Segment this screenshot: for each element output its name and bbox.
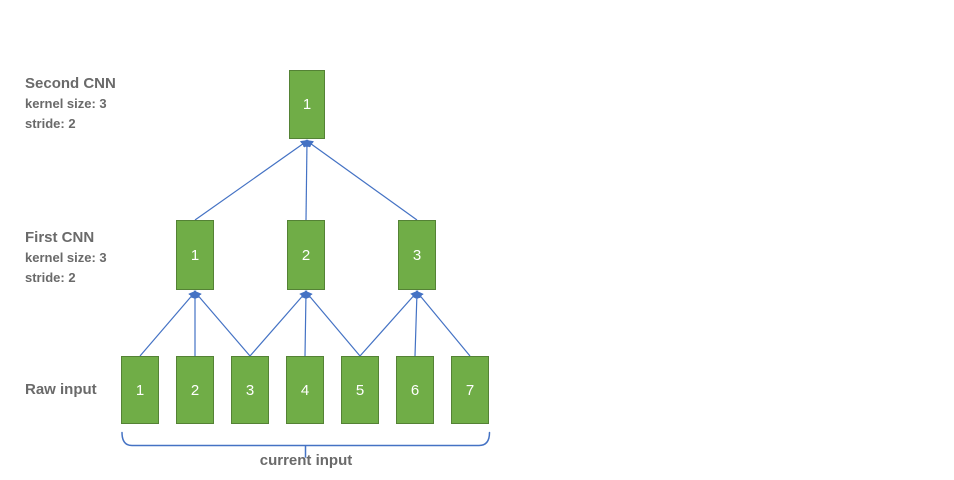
- raw-input-box-1: 1: [121, 356, 159, 424]
- connection-arrow: [249, 290, 308, 357]
- connection-arrow: [412, 290, 421, 357]
- connection-arrow: [194, 139, 309, 221]
- second-cnn-box-1: 1: [289, 70, 325, 139]
- raw-input-box-7: 7: [451, 356, 489, 424]
- first-cnn-box-3: 3: [398, 220, 436, 290]
- second-cnn-stride: stride: 2: [25, 116, 76, 131]
- first-cnn-kernel-size: kernel size: 3: [25, 250, 107, 265]
- first-cnn-title: First CNN: [25, 229, 95, 246]
- first-cnn-box-1: 1: [176, 220, 214, 290]
- connection-arrow: [139, 290, 197, 357]
- connection-arrow: [359, 290, 419, 357]
- raw-input-box-2: 2: [176, 356, 214, 424]
- second-cnn-kernel-size: kernel size: 3: [25, 96, 107, 111]
- connection-arrow: [303, 139, 311, 221]
- first-cnn-stride: stride: 2: [25, 270, 76, 285]
- first-cnn-box-2: 2: [287, 220, 325, 290]
- first-cnn-label-block: First CNN kernel size: 3 stride: 2: [25, 228, 107, 288]
- raw-input-title: Raw input: [25, 381, 97, 398]
- connection-arrow: [305, 139, 418, 221]
- current-input-label: current input: [259, 452, 353, 469]
- raw-input-box-4: 4: [286, 356, 324, 424]
- second-cnn-label-block: Second CNN kernel size: 3 stride: 2: [25, 74, 116, 134]
- connection-arrow: [304, 290, 361, 357]
- raw-input-label-block: Raw input: [25, 380, 97, 400]
- raw-input-box-6: 6: [396, 356, 434, 424]
- connection-arrow: [415, 290, 471, 357]
- raw-input-box-3: 3: [231, 356, 269, 424]
- raw-input-box-5: 5: [341, 356, 379, 424]
- second-cnn-title: Second CNN: [25, 75, 116, 92]
- connection-arrow: [193, 290, 251, 357]
- connection-arrow: [302, 290, 310, 357]
